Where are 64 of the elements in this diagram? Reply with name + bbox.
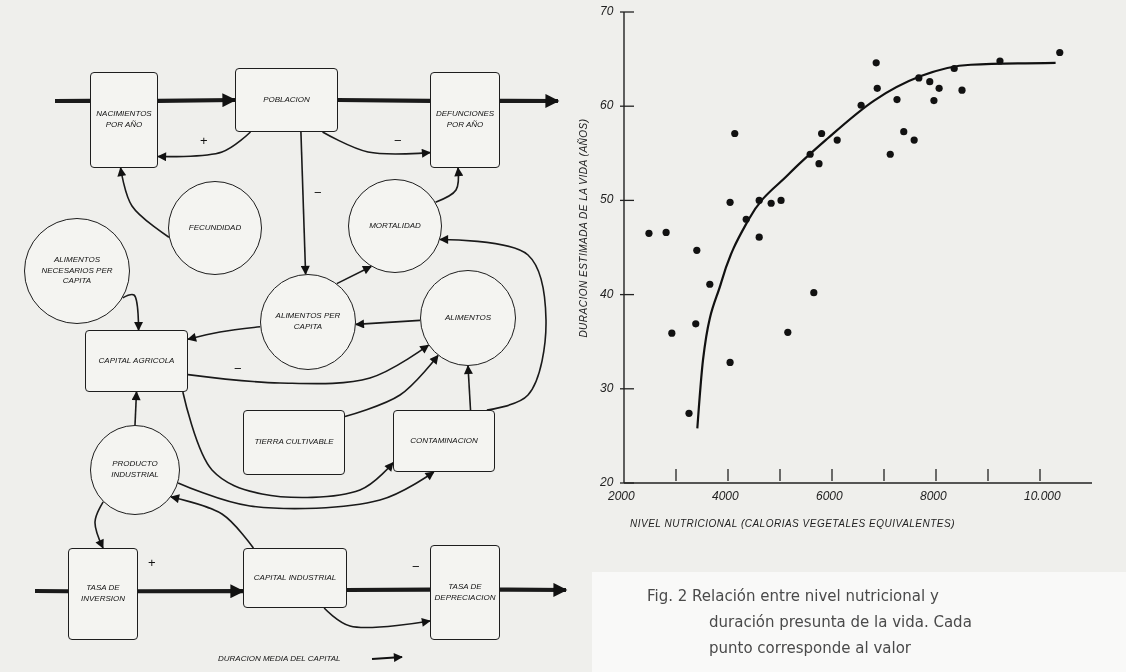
- flow-arrow: [138, 584, 245, 599]
- tick-label: 30: [600, 380, 614, 395]
- arrow: [439, 235, 547, 411]
- tick-label: 2000: [608, 489, 635, 503]
- tick-label: 4000: [712, 489, 739, 503]
- node-label: CONTAMINACION: [409, 434, 479, 447]
- axis-title: NIVEL NUTRICIONAL (CALORIAS VEGETALES EQUIVALENTES): [630, 518, 956, 529]
- arrow: [344, 354, 439, 418]
- node-label: ALIMENTOS PER CAPITA: [274, 310, 342, 333]
- tick-label: 40: [600, 286, 614, 301]
- edge-label: +: [198, 134, 210, 147]
- flow-arrow: [500, 582, 568, 597]
- note-label: DURACION MEDIA DEL CAPITAL: [218, 654, 341, 663]
- tick-label: 6000: [816, 489, 843, 503]
- arrow: [170, 494, 255, 549]
- process-box: [430, 72, 500, 168]
- arrow: [157, 131, 252, 162]
- arrow: [336, 265, 372, 285]
- arrow: [187, 344, 430, 385]
- arrow: [182, 391, 394, 499]
- tick-label: 60: [600, 98, 614, 113]
- arrow: [321, 131, 431, 158]
- arrow: [121, 293, 144, 331]
- node-label: ALIMENTOS: [443, 311, 493, 324]
- node-label: CAPITAL AGRICOLA: [97, 354, 176, 367]
- edge-label: +: [146, 556, 158, 569]
- tick-label: 20: [600, 475, 614, 489]
- axis-title: DURACION ESTIMADA DE LA VIDA (AÑOS): [577, 118, 589, 338]
- tick-label: 70: [600, 4, 614, 18]
- arrow: [177, 471, 435, 510]
- node-label: TIERRA CULTIVABLE: [253, 436, 335, 449]
- flow-arrow: [157, 93, 237, 108]
- arrow: [131, 391, 141, 426]
- arrow: [463, 365, 473, 411]
- arrow: [300, 131, 310, 275]
- node-label: NACIMIENTOS POR AÑO: [95, 108, 153, 131]
- node-label: POBLACION: [262, 93, 311, 106]
- process-box: [85, 330, 188, 392]
- tick-label: 10.000: [1024, 489, 1061, 503]
- process-box: [90, 72, 158, 168]
- node-label: CAPITAL INDUSTRIAL: [252, 571, 338, 584]
- arrow: [355, 319, 421, 329]
- figure-caption: Fig. 2 Relación entre nivel nutricional y duración presunta de la vida. Cada punto corresponde al valor: [647, 586, 973, 659]
- process-box: [430, 545, 500, 640]
- process-box: [68, 548, 138, 640]
- arrow: [187, 325, 262, 342]
- tick-label: 50: [600, 192, 614, 207]
- node-label: FECUNDIDAD: [187, 221, 243, 234]
- flow-arrow: [500, 93, 560, 108]
- arrow: [434, 167, 464, 203]
- node-label: PRODUCTO INDUSTRIAL: [110, 458, 160, 481]
- process-box: [243, 548, 347, 608]
- node-label: MORTALIDAD: [368, 219, 422, 232]
- tick-label: 8000: [920, 489, 947, 503]
- arrow: [94, 501, 104, 549]
- process-box: [393, 410, 495, 472]
- node-label: ALIMENTOS NECESARIOS PER CAPITA: [40, 253, 114, 288]
- node-label: DEFUNCIONES POR AÑO: [434, 108, 496, 131]
- node-label: TASA DE DEPRECIACION: [433, 580, 497, 604]
- process-box: [235, 68, 338, 132]
- node-label: TASA DE INVERSION: [80, 582, 126, 605]
- process-box: [243, 410, 345, 475]
- arrow: [323, 607, 431, 629]
- arrow: [117, 167, 170, 238]
